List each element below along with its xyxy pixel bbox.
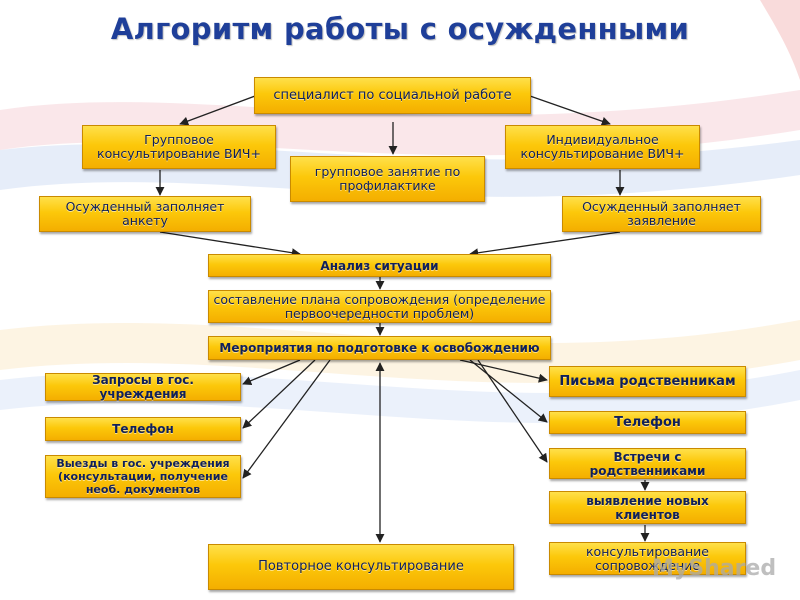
box-group-prevention: групповое занятие по профилактике [290, 156, 485, 202]
box-fills-application: Осужденный заполняет заявление [562, 196, 761, 232]
box-meetings-relatives: Встречи с родственниками [549, 448, 746, 479]
box-specialist: специалист по социальной работе [254, 77, 531, 114]
box-analysis: Анализ ситуации [208, 254, 551, 277]
box-release-prep: Мероприятия по подготовке к освобождению [208, 336, 551, 360]
box-new-clients: выявление новых клиентов [549, 491, 746, 524]
box-fills-questionnaire: Осужденный заполняет анкету [39, 196, 251, 232]
box-gov-requests: Запросы в гос. учреждения [45, 373, 241, 401]
arrow-specialist-individual [529, 95, 611, 126]
page-title: Алгоритм работы с осужденными [110, 12, 690, 46]
box-phone-right: Телефон [549, 411, 746, 434]
arrow-release-gov-visits [242, 359, 331, 479]
arrow-release-gov-requests [242, 359, 301, 386]
arrow-specialist-group [179, 95, 256, 126]
arrow-application-analysis [469, 231, 621, 258]
box-phone-left: Телефон [45, 417, 241, 441]
watermark: MyShared [652, 556, 777, 581]
box-letters-relatives: Письма родственникам [549, 366, 746, 397]
box-gov-visits: Выезды в гос. учреждения (консультации, … [45, 455, 241, 498]
arrow-release-phone-right [469, 359, 548, 423]
arrow-release-phone-left [242, 359, 316, 429]
arrow-release-meetings [477, 359, 548, 463]
box-individual-consult: Индивидуальное консультирование ВИЧ+ [505, 125, 700, 169]
box-plan: составление плана сопровождения (определ… [208, 290, 551, 323]
box-group-consult: Групповое консультирование ВИЧ+ [82, 125, 276, 169]
box-repeat-consult: Повторное консультирование [208, 544, 514, 590]
box-consult-support: консультирование сопровождение [549, 542, 746, 575]
arrow-questionnaire-analysis [159, 231, 301, 258]
